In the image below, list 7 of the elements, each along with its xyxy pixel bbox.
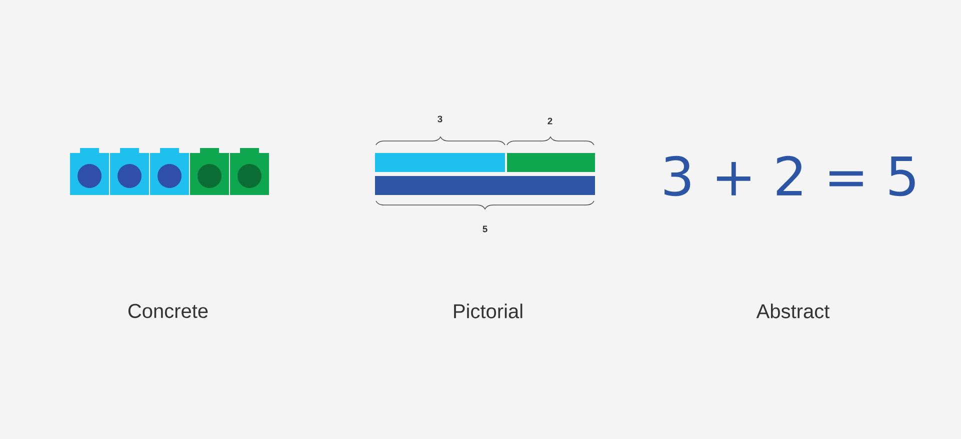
caption: Concrete xyxy=(128,304,208,318)
brace-label: 5 xyxy=(482,226,488,232)
caption: Abstract xyxy=(756,304,830,318)
equation: 3 + 2 = 5 xyxy=(664,156,915,196)
caption: Pictorial xyxy=(454,304,522,318)
brace-label: 3 xyxy=(438,116,442,122)
brace-label: 2 xyxy=(548,118,552,124)
